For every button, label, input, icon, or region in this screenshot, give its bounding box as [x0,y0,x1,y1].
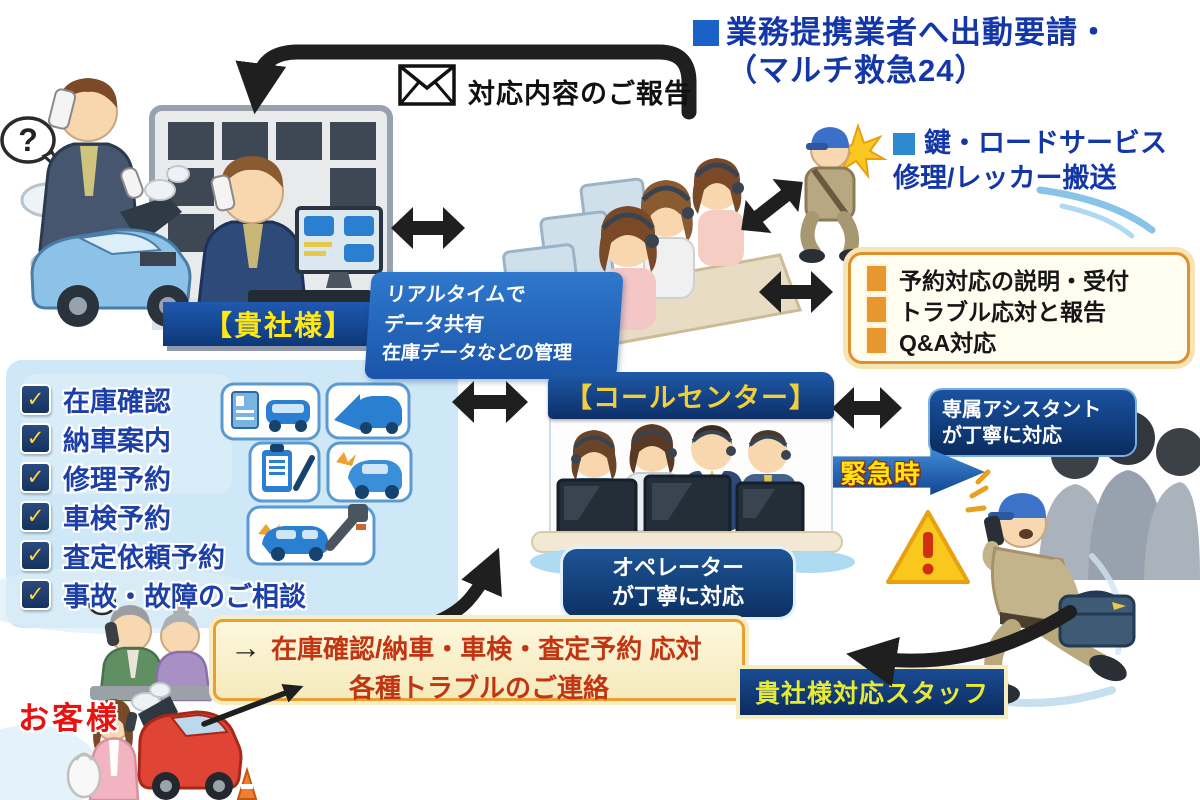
assistant-note-line1: 専属アシスタント [942,399,1102,421]
reception-item: トラブル応対と報告 [865,294,1187,325]
emergency-arrow: 緊急時 [833,449,985,495]
reception-item-label: トラブル応対と報告 [899,298,1106,325]
double-arrow-services-callcenter [452,381,528,423]
realtime-line2: データ共有 [383,314,485,336]
partner-serviceman-illustration [799,122,888,263]
check-icon: ✓ [20,384,51,415]
partner-services-line2: 修理/レッカー搬送 [893,163,1117,194]
operator-note-line2: が丁寧に対応 [611,584,744,609]
orange-bullet-icon [865,264,888,293]
request-line1: → 在庫確認/納車・車検・査定予約 応対 [216,629,742,666]
right-arrow-icon: → [230,630,261,665]
partner-services-line1: 鍵・ロードサービス [924,128,1167,158]
double-arrow-operators-partner [741,178,803,234]
service-icons-grid [220,382,413,566]
call-center-header: 【コールセンター】 [548,372,834,419]
envelope-icon [398,64,456,111]
realtime-line1: リアルタイムで [385,284,527,306]
customer-breakdown-illustration [66,682,258,800]
customer-request-bar: → 在庫確認/納車・車検・査定予約 応対 各種トラブルのご連絡 [213,619,745,703]
dispatch-title-line1: 業務提携業者へ出動要請・ [726,15,1110,50]
blue-square-icon [893,132,915,155]
operator-note-box: オペレーター が丁寧に対応 [563,549,793,617]
assistant-note-line2: が丁寧に対応 [942,425,1062,447]
reception-item-label: 予約対応の説明・受付 [899,267,1129,294]
check-icon: ✓ [20,462,51,493]
checklist-item: ✓ 納車案内 [20,419,306,458]
assistant-note-box: 専属アシスタント が丁寧に対応 [930,390,1135,455]
check-icon: ✓ [20,540,51,571]
double-arrow-callcenter-assistant [832,387,902,429]
checklist-item-label: 車検予約 [63,504,171,534]
blue-square-icon [693,19,719,46]
checklist-item: ✓ 在庫確認 [20,380,306,419]
checklist-item: ✓ 車検予約 [20,497,306,536]
reception-item: Q&A対応 [865,325,1187,356]
emergency-label: 緊急時 [840,458,922,489]
operator-note-line1: オペレーター [611,555,744,581]
orange-bullet-icon [865,326,888,355]
checklist-item-label: 事故・故障のご相談 [63,582,306,612]
orange-bullet-icon [865,295,888,324]
double-arrows [391,178,902,429]
checklist-item-label: 在庫確認 [63,387,171,417]
staff-label-bar: 貴社様対応スタッフ [740,669,1004,715]
partner-services-title: 鍵・ロードサービス 修理/レッカー搬送 [893,126,1167,196]
check-icon: ✓ [20,501,51,532]
client-label: 【貴社様】 [203,310,354,341]
double-arrow-client-operators [391,207,465,249]
services-checklist: ✓ 在庫確認 ✓ 納車案内 ✓ 修理予約 ✓ 車検予約 ✓ 査定依頼予約 ✓ 事… [20,380,306,614]
client-label-bar: 【貴社様】 [163,302,395,346]
checklist-item: ✓ 事故・故障のご相談 [20,575,306,614]
staff-label: 貴社様対応スタッフ [754,680,989,708]
question-icon: ? [18,122,38,158]
dispatch-title-line2: （マルチ救急24） [726,52,987,88]
reception-item: 予約対応の説明・受付 [865,263,1187,294]
checklist-item-label: 修理予約 [63,465,171,495]
question-icon: ? [97,595,107,614]
customer-label: お客様 [18,701,120,736]
reception-item-label: Q&A対応 [899,329,997,356]
reception-services-box: 予約対応の説明・受付 トラブル応対と報告 Q&A対応 [848,252,1190,364]
checklist-item: ✓ 修理予約 [20,458,306,497]
double-arrow-operators-reception [759,271,833,313]
realtime-data-note: リアルタイムで データ共有 在庫データなどの管理 [364,272,624,379]
checklist-item-label: 査定依頼予約 [63,543,225,573]
swoosh-decoration [1036,186,1156,239]
arrow-report-flow [235,44,697,120]
report-label: 対応内容のご報告 [468,79,692,109]
request-line2-label: 各種トラブルのご連絡 [348,673,609,703]
dispatch-request-title: 業務提携業者へ出動要請・ （マルチ救急24） [693,14,1110,90]
realtime-line3: 在庫データなどの管理 [381,343,573,364]
checklist-item-label: 納車案内 [63,426,171,456]
request-line1-label: 在庫確認/納車・車検・査定予約 応対 [271,634,702,664]
check-icon: ✓ [20,423,51,454]
call-center-label: 【コールセンター】 [565,383,817,413]
check-icon: ✓ [20,579,51,610]
checklist-item: ✓ 査定依頼予約 [20,536,306,575]
